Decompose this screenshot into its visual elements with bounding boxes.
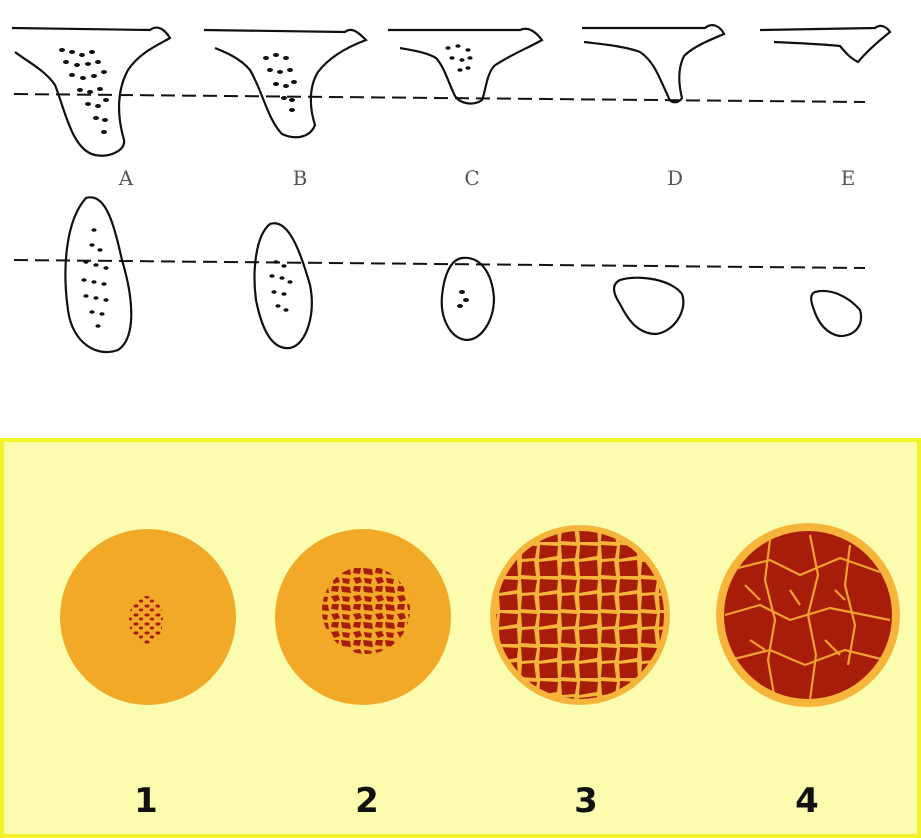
cross-section-a <box>65 197 131 352</box>
disc-3 <box>490 525 670 705</box>
label-2: 2 <box>355 781 379 821</box>
label-d: D <box>667 166 683 190</box>
profile-d <box>582 25 724 102</box>
label-c: C <box>464 166 479 190</box>
disc-1 <box>60 529 236 705</box>
bone-profile-panel: A B C D E <box>12 25 890 352</box>
disc-4 <box>716 523 900 707</box>
profile-a <box>12 28 170 156</box>
reference-line-upper <box>14 94 865 102</box>
cross-section-b <box>255 223 312 348</box>
profile-b <box>204 30 366 137</box>
disc-panel: 1 2 3 4 <box>2 440 919 836</box>
label-1: 1 <box>134 781 158 821</box>
label-b: B <box>293 166 308 190</box>
label-e: E <box>841 166 856 190</box>
reference-line-lower <box>14 260 865 268</box>
profile-e <box>760 26 890 62</box>
cross-section-c <box>442 258 494 340</box>
cross-section-e <box>811 291 861 336</box>
label-4: 4 <box>795 781 819 821</box>
label-3: 3 <box>574 781 598 821</box>
profile-c <box>388 29 542 104</box>
disc-2 <box>275 529 451 705</box>
label-a: A <box>118 166 134 190</box>
cross-section-d <box>614 278 683 334</box>
